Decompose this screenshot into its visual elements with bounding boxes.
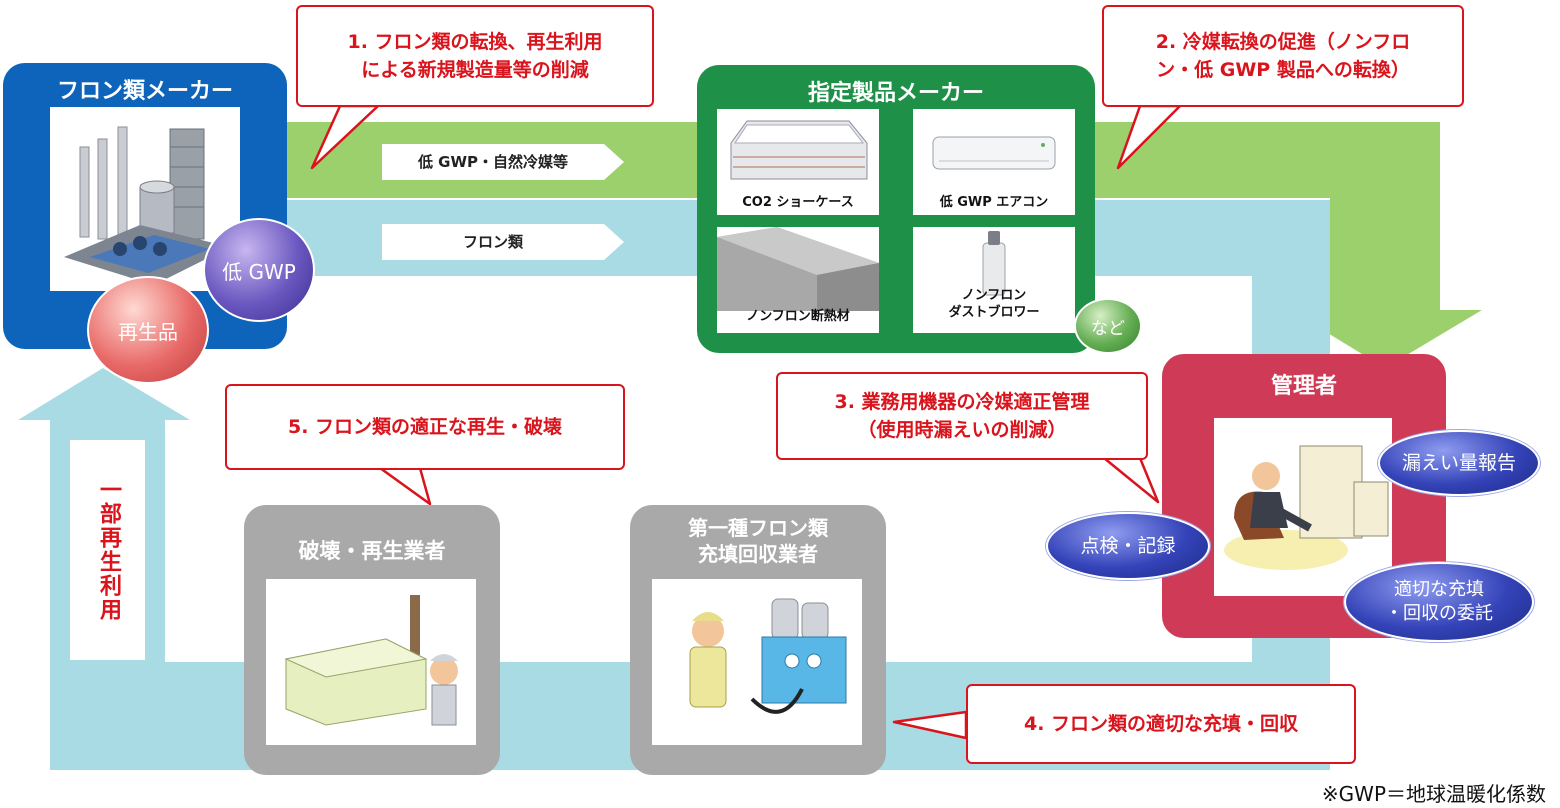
green-flow-band [280,122,1482,368]
air-conditioner-icon [932,136,1056,170]
product-panel-showcase: CO2 ショーケース [717,109,879,215]
product-maker-title: 指定製品メーカー [807,81,984,106]
product-panel-insulation: ノンフロン断熱材 [717,227,879,333]
green-flow-label: 低 GWP・自然冷媒等 [417,153,569,171]
product-label-blower: ノンフロン ダストブロワー [948,288,1040,320]
low-gwp-tag: 低 GWP [203,218,315,322]
callout-1-text: 1. フロン類の転換、再生利用 による新規製造量等の削減 [347,31,603,81]
recovery-box: 第一種フロン類 充填回収業者 [630,505,886,775]
manager-person-icon [1224,445,1389,570]
callout-2: 2. 冷媒転換の促進（ノンフロ ン・低 GWP 製品への転換） [1102,5,1464,107]
destroy-recycle-box: 破壊・再生業者 [244,505,500,775]
administrator-panel [1214,418,1392,596]
insulation-block-icon [717,227,879,311]
green-flow-label-arrow [382,144,624,180]
callout-4-text: 4. フロン類の適切な充填・回収 [1023,713,1299,735]
flon-maker-title: フロン類メーカー [56,79,233,104]
partial-reuse-strip [70,440,145,660]
product-label-showcase: CO2 ショーケース [742,195,854,210]
callout3-tail [1102,456,1160,504]
callout-5: 5. フロン類の適正な再生・破壊 [225,384,625,470]
callout-5-text: 5. フロン類の適正な再生・破壊 [287,416,563,438]
showcase-icon [730,120,868,180]
factory-icon [64,126,230,285]
product-panel-aircon: 低 GWP エアコン [913,109,1075,215]
callout-3: 3. 業務用機器の冷媒適正管理 （使用時漏えいの削減） [776,372,1148,460]
etc-tag: など [1074,298,1142,354]
destroy-recycle-title: 破壊・再生業者 [298,539,446,563]
spray-can-icon [982,231,1006,296]
consignment-tag: 適切な充填 ・回収の委託 [1344,562,1534,642]
callout-2-text: 2. 冷媒転換の促進（ノンフロ ン・低 GWP 製品への転換） [1155,31,1411,81]
recovery-panel [652,579,862,745]
product-label-aircon: 低 GWP エアコン [939,195,1049,210]
product-maker-box: 指定製品メーカー CO2 ショーケース 低 GWP エアコン ノンフロン断熱材 … [697,65,1095,353]
recycling-plant-worker-icon [284,595,458,726]
administrator-title: 管理者 [1270,374,1337,399]
recovery-worker-icon [689,598,847,714]
inspection-record-tag: 点検・記録 [1046,512,1210,580]
partial-reuse-label: 一部再生利用 [96,478,121,622]
leak-report-tag: 漏えい量報告 [1378,430,1540,496]
callout-4: 4. フロン類の適切な充填・回収 [966,684,1356,764]
product-label-insulation: ノンフロン断熱材 [746,309,850,324]
blue-flow-label-arrow [382,224,624,260]
product-panel-blower: ノンフロン ダストブロワー [913,227,1075,333]
callout-1: 1. フロン類の転換、再生利用 による新規製造量等の削減 [296,5,654,107]
footnote: ※GWP＝地球温暖化係数 [1321,782,1546,806]
recovery-title: 第一種フロン類 充填回収業者 [688,516,828,566]
callout-3-text: 3. 業務用機器の冷媒適正管理 （使用時漏えいの削減） [834,391,1090,441]
blue-flow-label: フロン類 [462,233,523,251]
callout5-tail [378,466,432,506]
recycled-product-tag: 再生品 [87,276,209,384]
destroy-recycle-panel [266,579,476,745]
